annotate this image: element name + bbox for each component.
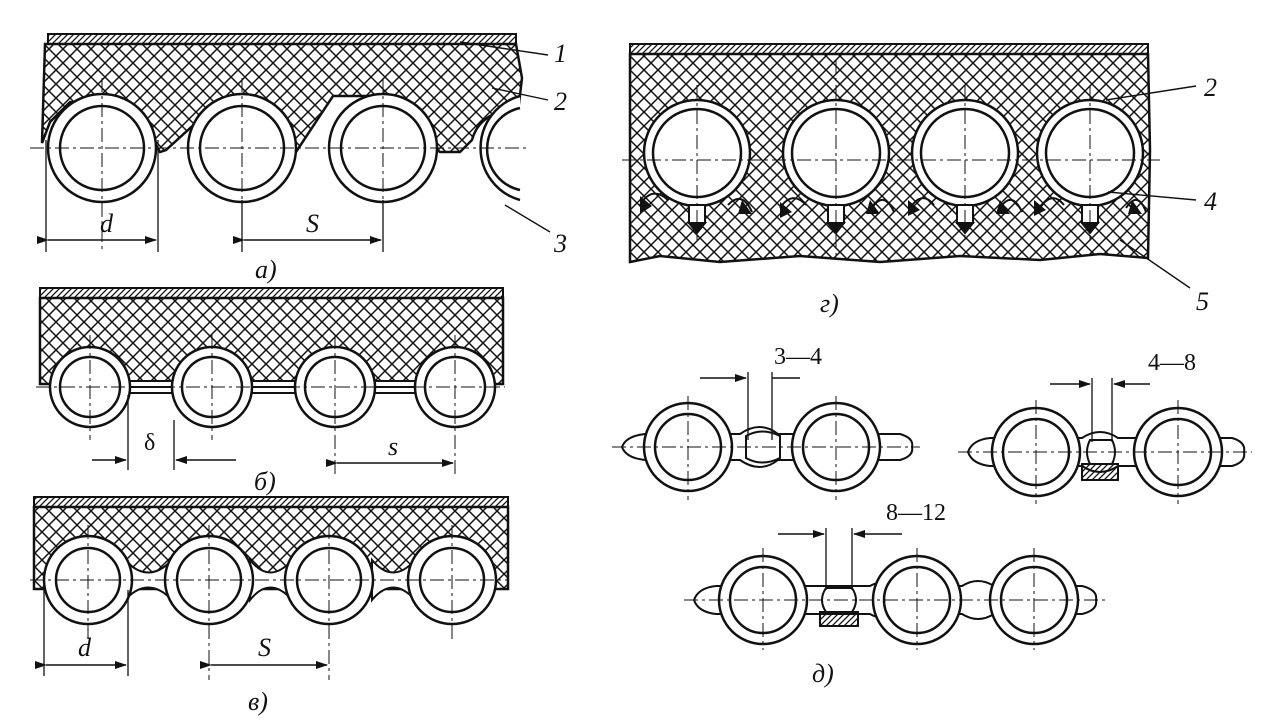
panel-b: δ s б) [36, 287, 505, 496]
caption-v: в) [248, 687, 268, 716]
panel-d-triple: 8—12 [684, 500, 1106, 650]
panel-b-dimension-lines [92, 456, 454, 467]
panel-g-centerlines [622, 60, 1160, 260]
dim-label-d: d [78, 633, 92, 662]
tube-cutaway-inner [485, 106, 521, 192]
dim-label-4-8: 4—8 [1148, 350, 1196, 376]
dim-label-d: d [100, 209, 114, 238]
panel-b-sheathing [39, 287, 504, 299]
panel-g-sheathing [629, 43, 1149, 55]
callout-3: 3 [553, 229, 567, 258]
dim-label-3-4: 3—4 [774, 344, 822, 370]
dim-label-delta: δ [144, 430, 155, 456]
backing-strip [1081, 463, 1119, 481]
caption-g: г) [820, 289, 839, 318]
dim-label-S: S [258, 633, 271, 662]
backing-strip [819, 611, 859, 627]
callout-2: 2 [1204, 73, 1217, 102]
panel-d-pair-1: 3—4 [612, 344, 920, 500]
panel-g: 2 4 5 г) [622, 43, 1217, 318]
callout-1: 1 [554, 39, 567, 68]
callout-4: 4 [1204, 187, 1217, 216]
panel-d-pair-2: 4—8 [958, 350, 1252, 504]
panel-a: d S 1 2 3 а) [30, 33, 567, 284]
caption-a: а) [255, 255, 277, 284]
callout-2: 2 [554, 87, 567, 116]
caption-b: б) [254, 467, 276, 496]
dim-label-8-12: 8—12 [886, 500, 946, 526]
panel-g-anchors [640, 196, 1142, 218]
panel-v-sheathing [33, 496, 509, 508]
dim-label-S: S [306, 209, 319, 238]
caption-d: д) [812, 659, 834, 688]
panel-d: 3—4 4—8 [612, 344, 1252, 688]
dim-label-s: s [388, 432, 398, 461]
panel-a-leaders [459, 41, 551, 233]
callout-5: 5 [1196, 287, 1209, 316]
panel-g-leaders [1105, 85, 1197, 289]
panel-a-sheathing [47, 33, 517, 45]
panel-v: d S в) [30, 496, 510, 716]
panel-v-centerlines [30, 525, 508, 680]
panel-b-centerlines [36, 335, 505, 475]
panel-b-extension-lines [127, 395, 175, 470]
